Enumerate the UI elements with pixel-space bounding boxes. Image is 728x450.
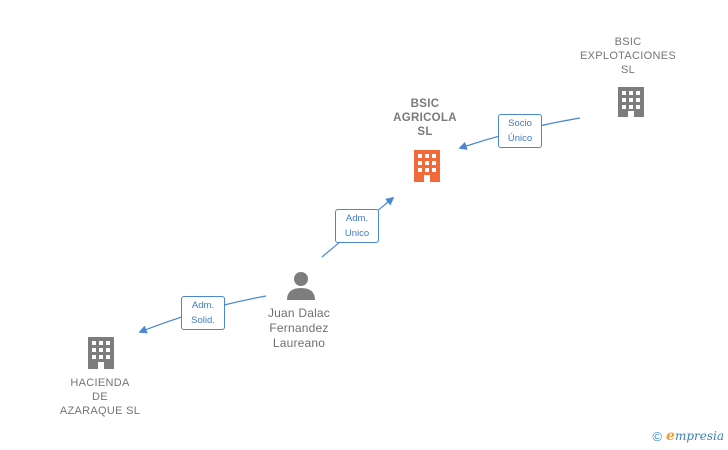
edge-label-socio-unico: Socio Único [498, 114, 542, 148]
edge-label-adm-solid: Adm. Solid. [181, 296, 225, 330]
building-icon[interactable] [84, 334, 118, 370]
person-icon[interactable] [285, 270, 317, 302]
building-icon[interactable] [614, 84, 648, 118]
copyright-icon: © [652, 428, 663, 444]
edge-label-adm-unico: Adm. Unico [335, 209, 379, 243]
node-label-person[interactable]: Juan Dalac Fernandez Laureano [267, 306, 331, 350]
node-label-explotaciones[interactable]: BSIC EXPLOTACIONES SL [580, 36, 676, 76]
node-label-agricola[interactable]: BSIC AGRICOLA SL [393, 98, 457, 138]
empresia-logo: © empresia [652, 428, 724, 444]
node-label-hacienda[interactable]: HACIENDA DE AZARAQUE SL [59, 377, 141, 417]
building-main-icon[interactable] [410, 147, 444, 183]
